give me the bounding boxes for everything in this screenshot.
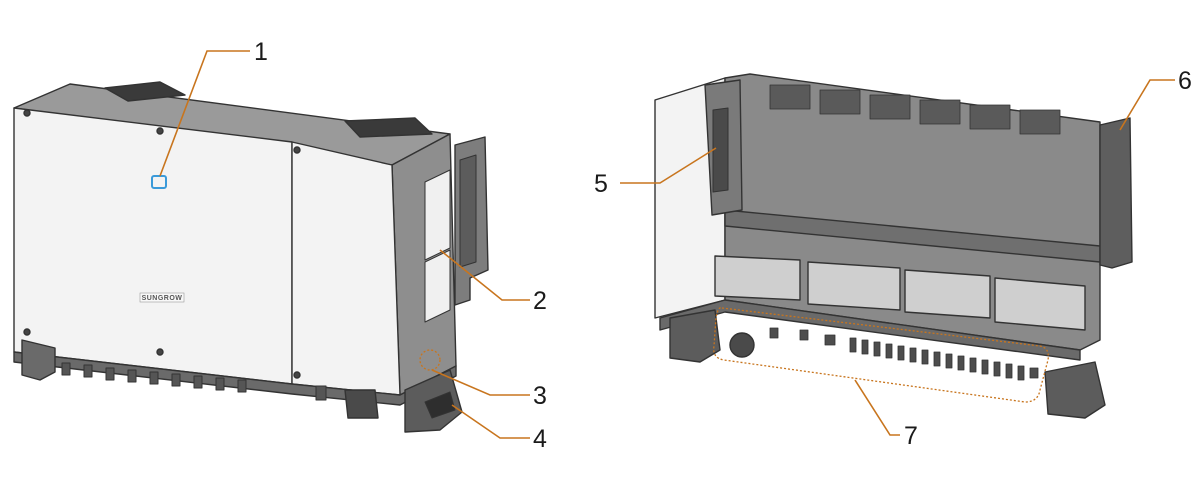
leader-line-2 [439, 249, 530, 301]
callout-number-5: 5 [594, 170, 608, 198]
led-indicator [151, 175, 167, 189]
callout-number-4: 4 [533, 425, 547, 453]
inverter-back-view [654, 73, 1133, 419]
callout-number-6: 6 [1178, 67, 1192, 95]
leader-line-6 [1119, 79, 1175, 131]
leader-line-4 [451, 404, 530, 439]
leader-line-7 [854, 379, 900, 436]
callout-number-1: 1 [254, 38, 268, 66]
brand-label: SUNGROW [142, 295, 183, 302]
leader-lines [159, 50, 1175, 439]
callout-number-3: 3 [533, 382, 547, 410]
leader-line-1 [159, 50, 250, 177]
leader-line-3 [431, 369, 530, 396]
callout-number-2: 2 [533, 287, 547, 315]
grounding-point-marker [419, 349, 441, 371]
inverter-front-view [13, 81, 489, 433]
brand-badge [139, 292, 185, 303]
leader-line-5 [620, 147, 717, 184]
callout-number-7: 7 [904, 422, 918, 450]
